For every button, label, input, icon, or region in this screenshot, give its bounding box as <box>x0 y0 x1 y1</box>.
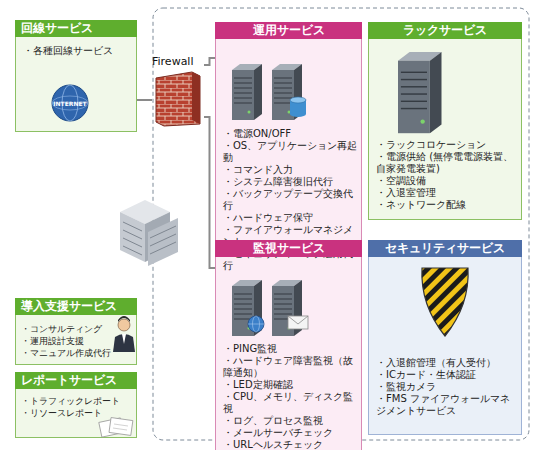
list-item: ・電源ON/OFF <box>223 128 359 140</box>
service-list: ・ラックコロケーション・電源供給 (無停電電源装置、自家発電装置)・空調設備・入… <box>368 39 522 215</box>
rack-icon <box>398 52 442 133</box>
service-heading: 運用サービス <box>215 22 362 39</box>
list-item: ・ICカード・生体認証 <box>376 369 518 381</box>
icon-label: INTERNET <box>52 100 88 107</box>
list-item: ・メールサーバチェック <box>223 427 359 439</box>
firewall-wall <box>156 72 200 126</box>
list-item: ・入退室管理 <box>376 187 518 199</box>
service-box: レポートサービス・トラフィックレポート・リソースレポート <box>15 372 137 438</box>
list-item: ・マニュアル作成代行 <box>21 347 115 359</box>
service-heading: 監視サービス <box>215 240 362 257</box>
service-list: ・PING監視・ハードウェア障害監視（故障通知）・LED定期確認・CPU、メモリ… <box>215 257 362 450</box>
list-item: ・FMS ファイアウォールマネジメントサービス <box>376 393 518 417</box>
firewall-label: Firewall <box>152 55 204 69</box>
list-item: ・ハードウェア保守 <box>223 212 359 224</box>
box-fill <box>216 241 362 450</box>
list-item: ・ログ、プロセス監視 <box>223 415 359 427</box>
firewall-node: Firewall <box>152 55 204 127</box>
box-fill <box>16 21 137 132</box>
service-heading: ラックサービス <box>368 22 522 39</box>
list-item: ・CPU、メモリ、ディスク監視 <box>223 391 359 415</box>
service-list: ・トラフィックレポート・リソースレポート <box>15 389 137 423</box>
list-item: ・ネットワーク配線 <box>376 199 518 211</box>
list-item: ・コマンド入力 <box>223 164 359 176</box>
service-heading: 導入支援サービス <box>15 298 137 315</box>
box-fill <box>216 23 362 278</box>
box-fill <box>369 241 522 435</box>
list-item: ・システム障害復旧代行 <box>223 176 359 188</box>
list-item: ・監視カメラ <box>376 381 518 393</box>
service-heading: セキュリティサービス <box>368 240 522 257</box>
list-item: ・バックアップテープ交換代行 <box>223 188 359 212</box>
network-line <box>204 117 215 268</box>
globe-icon <box>248 316 264 332</box>
database-icon <box>290 97 306 117</box>
network-line <box>204 58 215 65</box>
network-line <box>137 99 152 101</box>
list-item: ・URLヘルスチェック <box>223 439 359 450</box>
box-fill <box>16 299 137 365</box>
building <box>120 200 178 266</box>
list-item: ・LED定期確認 <box>223 379 359 391</box>
internet-globe <box>52 85 88 121</box>
list-item: ・OS、アプリケーション再起動 <box>223 140 359 164</box>
service-box: 監視サービス・PING監視・ハードウェア障害監視（故障通知）・LED定期確認・C… <box>215 240 362 450</box>
box-fill <box>16 373 137 438</box>
list-item: ・コンサルティング <box>21 323 115 335</box>
list-item: ・トラフィックレポート <box>21 395 133 407</box>
service-list: ・各種回線サービス <box>15 37 137 61</box>
box-fill <box>369 23 522 220</box>
list-item: ・各種回線サービス <box>23 45 131 57</box>
list-item: ・入退館管理（有人受付） <box>376 357 518 369</box>
list-item: ・電源供給 (無停電電源装置、自家発電装置) <box>376 151 518 175</box>
list-item: ・リソースレポート <box>21 407 133 419</box>
service-box: 導入支援サービス・コンサルティング・運用設計支援・マニュアル作成代行 <box>15 298 137 365</box>
service-list: ・入退館管理（有人受付）・ICカード・生体認証・監視カメラ・FMS ファイアウォ… <box>368 257 522 421</box>
mail-icon <box>288 316 308 329</box>
service-box: ラックサービス・ラックコロケーション・電源供給 (無停電電源装置、自家発電装置)… <box>368 22 522 220</box>
server-icon <box>232 64 262 120</box>
service-box: 回線サービス・各種回線サービス <box>15 20 137 132</box>
report-papers <box>99 418 133 438</box>
person-icon <box>113 316 135 352</box>
service-heading: レポートサービス <box>15 372 137 389</box>
shield-icon <box>422 268 468 336</box>
list-item: ・運用設計支援 <box>21 335 115 347</box>
service-list: ・コンサルティング・運用設計支援・マニュアル作成代行 <box>15 315 137 363</box>
list-item: ・ラックコロケーション <box>376 139 518 151</box>
list-item: ・ハードウェア障害監視（故障通知） <box>223 355 359 379</box>
service-box: セキュリティサービス・入退館管理（有人受付）・ICカード・生体認証・監視カメラ・… <box>368 240 522 435</box>
list-item: ・PING監視 <box>223 343 359 355</box>
service-heading: 回線サービス <box>15 20 137 37</box>
list-item: ・空調設備 <box>376 175 518 187</box>
